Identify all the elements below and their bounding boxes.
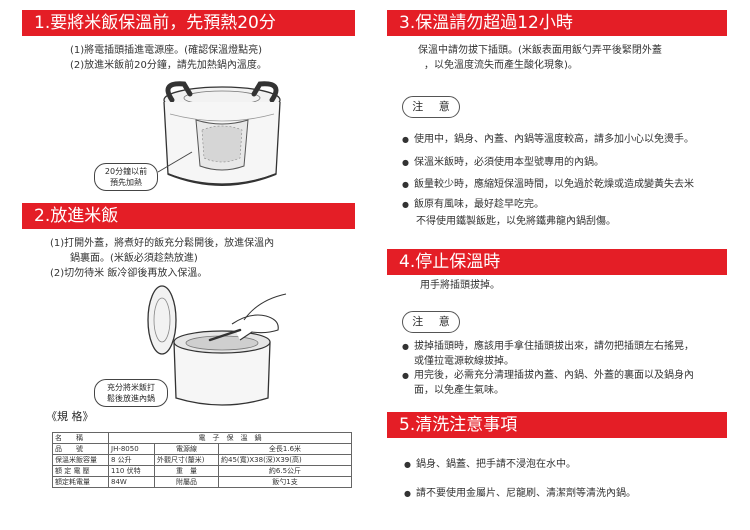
section4-line1: 用手將插頭拔掉。	[420, 280, 500, 291]
section4-bullet-2-line2: 面，以免產生氣味。	[414, 385, 504, 396]
section3-bullet-1: 使用中，鍋身、內蓋、內鍋等溫度較高，請多加小心以免燙手。	[402, 132, 694, 147]
table-row: 品 號 JH-8050 電源線 全長1.6米	[52, 443, 352, 455]
spec-cell: 重 量	[154, 465, 219, 477]
spec-cell: 品 號	[52, 443, 109, 455]
spec-cell: 全長1.6米	[218, 443, 352, 455]
spec-cell: 約45(寬)X38(深)X39(高)	[218, 454, 352, 466]
spec-cell: 約6.5公斤	[218, 465, 352, 477]
table-row: 額 定 電 壓 110 伏特 重 量 約6.5公斤	[52, 465, 352, 477]
section4-bullet-2: 用完後，必需充分清理插拔內蓋、內鍋、外蓋的裏面以及鍋身內 面，以免產生氣味。	[402, 368, 694, 398]
section4-bullet-2-line1: 用完後，必需充分清理插拔內蓋、內鍋、外蓋的裏面以及鍋身內	[414, 370, 694, 381]
section3-title: 3.保溫請勿超過12小時	[399, 13, 573, 33]
table-row: 額定耗電量 84W 附屬品 飯勺1支	[52, 476, 352, 488]
spec-cell: 附屬品	[154, 476, 219, 488]
section1-title: 1.要將米飯保溫前，先預熱20分	[34, 13, 276, 33]
section5-bullet-1: 鍋身、鍋蓋、把手請不浸泡在水中。	[404, 457, 576, 472]
section3-bullet-2: 保溫米飯時，必須使用本型號專用的內鍋。	[402, 155, 604, 170]
section1-title-bar: 1.要將米飯保溫前，先預熱20分	[22, 10, 355, 36]
spec-cell: 8 公升	[108, 454, 155, 466]
preheat-callout-line1: 20分鐘以前	[104, 167, 148, 176]
spec-table: 名 稱 電 子 保 溫 鍋 品 號 JH-8050 電源線 全長1.6米 保溫米…	[52, 432, 352, 488]
scooping-rice-illustration	[147, 285, 287, 406]
spec-cell: 飯勺1支	[218, 476, 352, 488]
spec-cell: 110 伏特	[108, 465, 155, 477]
table-row: 名 稱 電 子 保 溫 鍋	[52, 432, 352, 444]
spec-cell: 外觀尺寸(釐米)	[154, 454, 219, 466]
spec-cell: 保溫米飯容量	[52, 454, 109, 466]
rice-cooker-illustration	[163, 81, 281, 186]
section4-bullet-1-line2: 或僅拉電源軟線拔掉。	[414, 356, 514, 367]
section5-title: 5.清洗注意事項	[399, 415, 518, 435]
section4-bullet-1-line1: 拔掉插頭時，應該用手拿住插頭拔出來，請勿把插頭左右搖晃，	[414, 341, 694, 352]
preheat-callout: 20分鐘以前 預先加熱	[94, 163, 158, 191]
spec-title: 《規 格》	[46, 410, 94, 423]
loosen-rice-callout-line1: 充分將米飯打	[107, 383, 155, 392]
spec-cell: 電 子 保 溫 鍋	[108, 432, 352, 444]
section3-line1: 保溫中請勿拔下插頭。(米飯表面用飯勺弄平後緊閉外蓋	[418, 45, 662, 56]
loosen-rice-callout: 充分將米飯打 鬆後放進內鍋	[94, 379, 168, 407]
section1-line1: (1)將電插頭插進電源座。(確認保溫燈點亮)	[70, 45, 262, 56]
preheat-callout-line2: 預先加熱	[110, 178, 142, 187]
section4-caution-badge: 注 意	[402, 311, 460, 333]
spec-cell: 額 定 電 壓	[52, 465, 109, 477]
section4-title-bar: 4.停止保溫時	[387, 249, 727, 275]
spec-cell: 電源線	[154, 443, 219, 455]
spec-cell: 84W	[108, 476, 155, 488]
section2-line2: 鍋裏面。(米飯必須趁熱放進)	[70, 253, 198, 264]
section1-line2: (2)放進米飯前20分鐘，請先加熱鍋內溫度。	[70, 60, 267, 71]
section3-title-bar: 3.保溫請勿超過12小時	[387, 10, 727, 36]
loosen-rice-callout-line2: 鬆後放進內鍋	[107, 394, 155, 403]
section3-plain-note: 不得使用鐵製飯匙，以免將鐵弗龍內鍋刮傷。	[416, 216, 616, 227]
callout-pointer	[157, 151, 193, 173]
section3-line2: ，以免溫度流失而產生酸化現象)。	[424, 60, 578, 71]
section2-line3: (2)切勿待米 飯冷卻後再放入保溫。	[50, 268, 208, 279]
spec-cell: 額定耗電量	[52, 476, 109, 488]
section4-title: 4.停止保溫時	[399, 252, 501, 272]
section3-bullet-3: 飯量較少時，應縮短保溫時間，以免過於乾燥或造成變黃失去米	[402, 177, 694, 192]
spec-cell: JH-8050	[108, 443, 155, 455]
section4-bullet-1: 拔掉插頭時，應該用手拿住插頭拔出來，請勿把插頭左右搖晃， 或僅拉電源軟線拔掉。	[402, 339, 694, 369]
section2-title: 2.放進米飯	[34, 206, 119, 226]
section2-line1: (1)打開外蓋，將煮好的飯充分鬆開後，放進保溫內	[50, 238, 275, 249]
spec-cell: 名 稱	[52, 432, 109, 444]
section5-bullet-2: 請不要使用金屬片、尼龍刷、清潔劑等清洗內鍋。	[404, 486, 636, 501]
section5-title-bar: 5.清洗注意事項	[387, 412, 727, 438]
table-row: 保溫米飯容量 8 公升 外觀尺寸(釐米) 約45(寬)X38(深)X39(高)	[52, 454, 352, 466]
section3-bullet-4: 飯原有風味，最好趁早吃完。	[402, 197, 544, 212]
section3-caution-badge: 注 意	[402, 96, 460, 118]
section2-title-bar: 2.放進米飯	[22, 203, 355, 229]
